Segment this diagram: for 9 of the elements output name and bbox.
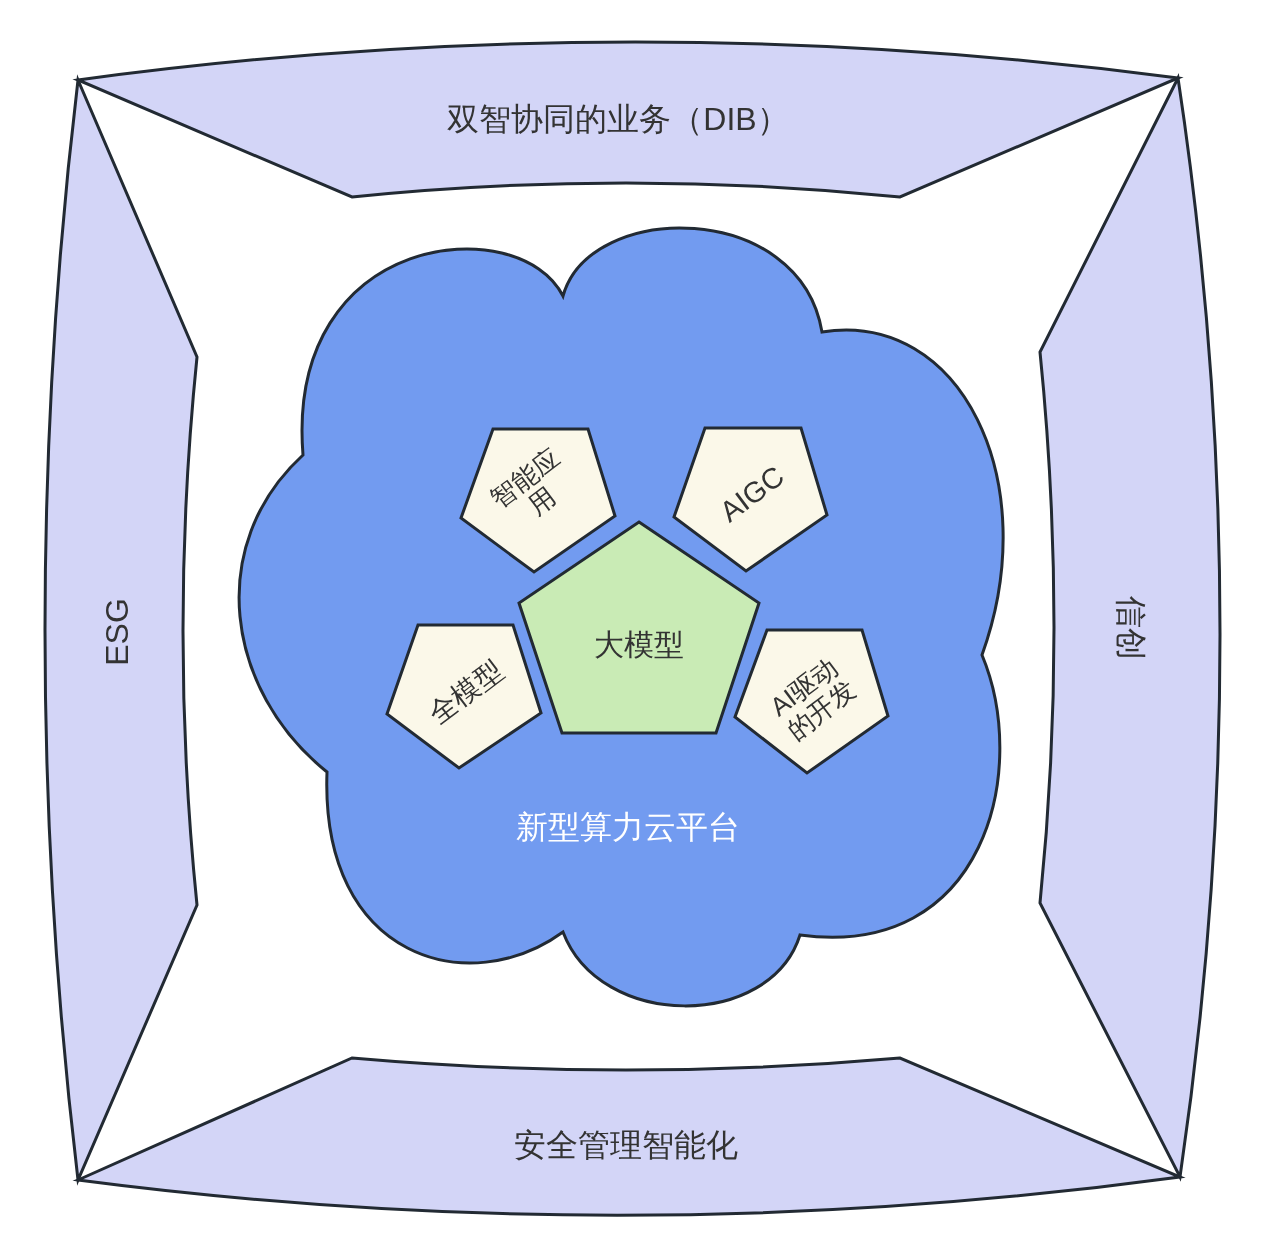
- pentagon-label: 大模型: [594, 628, 684, 662]
- band-label: 双智协同的业务（DIB）: [447, 102, 789, 138]
- cloud-label: 新型算力云平台: [516, 810, 740, 846]
- band-label: 安全管理智能化: [514, 1128, 738, 1164]
- pentagon-label: 全模型: [423, 654, 509, 730]
- pentagon-label: AI驱动的开发: [763, 650, 863, 748]
- pentagon-label: 智能应用: [483, 442, 567, 523]
- band-label: 信创: [1112, 596, 1148, 660]
- band-label: ESG: [100, 598, 136, 666]
